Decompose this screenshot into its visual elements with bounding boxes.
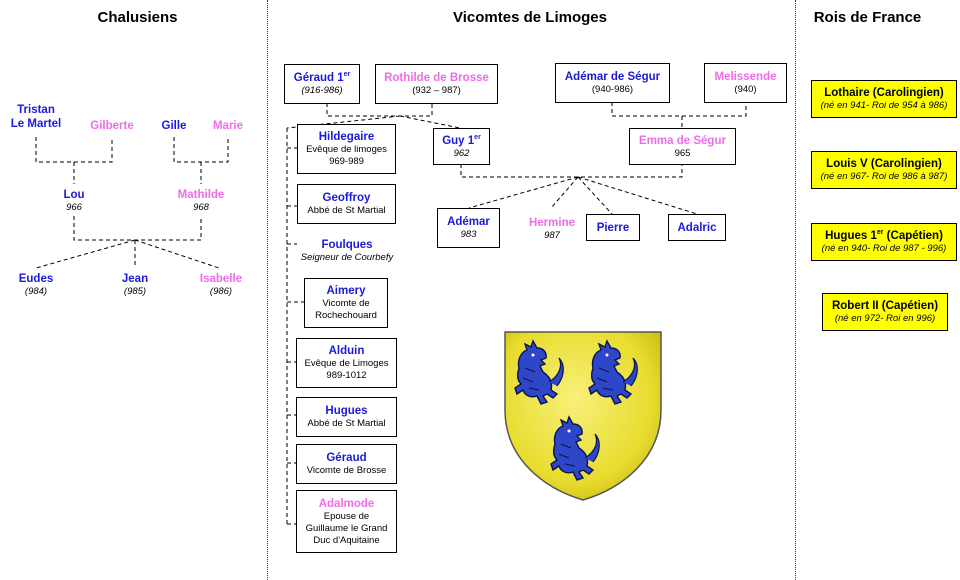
box-geraud: Géraud Vicomte de Brosse xyxy=(296,444,397,484)
hildegaire-title: Evêque de limoges xyxy=(306,144,387,155)
box-geoffroy: Geoffroy Abbé de St Martial xyxy=(297,184,396,224)
hildegaire-name: Hildegaire xyxy=(318,131,375,143)
isabelle-name: Isabelle xyxy=(199,273,243,285)
person-jean: Jean (985) xyxy=(110,272,160,298)
person-lou: Lou 966 xyxy=(49,188,99,214)
king-lothaire: Lothaire (Carolingien) (né en 941- Roi d… xyxy=(811,80,957,118)
guy-1er-date: 962 xyxy=(453,147,470,159)
column-divider-left xyxy=(267,0,268,580)
person-marie: Marie xyxy=(207,119,249,133)
adalmode-title-line3: Duc d'Aquitaine xyxy=(313,534,380,546)
alduin-name: Alduin xyxy=(328,345,365,357)
ademar-name: Adémar xyxy=(447,216,490,228)
person-gilberte: Gilberte xyxy=(82,119,142,133)
hugues-name: Hugues xyxy=(325,405,368,417)
aimery-title-line1: Vicomte de xyxy=(322,298,370,309)
adalmode-title-line1: Epouse de xyxy=(323,510,370,522)
geraud-title: Vicomte de Brosse xyxy=(306,465,387,476)
geraud-1er-name: Géraud 1er xyxy=(293,71,351,84)
box-rothilde-de-brosse: Rothilde de Brosse (932 – 987) xyxy=(375,64,498,104)
box-ademar-de-segur: Adémar de Ségur (940-986) xyxy=(555,63,670,103)
header-rois: Rois de France xyxy=(813,9,922,26)
geoffroy-title: Abbé de St Martial xyxy=(307,205,386,216)
king-robert-ii: Robert II (Capétien) (né en 972- Roi en … xyxy=(822,293,948,331)
person-isabelle: Isabelle (986) xyxy=(186,272,256,298)
tristan-name-line1: Tristan xyxy=(17,104,55,116)
king-hugues-1er-info: (né en 940- Roi de 987 - 996) xyxy=(821,243,947,254)
melissende-dates: (940) xyxy=(734,84,757,95)
coat-of-arms-shield xyxy=(504,331,662,501)
box-guy-1er: Guy 1er 962 xyxy=(433,128,490,165)
box-melissende: Melissende (940) xyxy=(704,63,787,103)
lou-date: 966 xyxy=(66,202,82,213)
geraud-1er-dates: (916-986) xyxy=(301,85,343,96)
header-chalusiens: Chalusiens xyxy=(97,9,178,26)
jean-name: Jean xyxy=(121,273,149,285)
geraud-name: Géraud xyxy=(326,452,367,464)
box-ademar: Adémar 983 xyxy=(437,208,500,248)
emma-name: Emma de Ségur xyxy=(639,134,726,147)
box-emma-de-segur: Emma de Ségur 965 xyxy=(629,128,736,165)
box-adalric: Adalric xyxy=(668,214,726,241)
rothilde-dates: (932 – 987) xyxy=(412,85,461,96)
person-mathilde: Mathilde 968 xyxy=(166,188,236,214)
king-lothaire-name: Lothaire (Carolingien) xyxy=(824,87,944,99)
hermine-name: Hermine xyxy=(528,217,576,229)
jean-date: (985) xyxy=(123,286,147,297)
gilberte-name: Gilberte xyxy=(90,120,134,132)
person-eudes: Eudes (984) xyxy=(8,272,64,298)
king-robert-ii-info: (né en 972- Roi en 996) xyxy=(834,313,936,324)
alduin-title: Evêque de Limoges xyxy=(304,358,389,369)
ademar-date: 983 xyxy=(460,229,477,240)
box-hildegaire: Hildegaire Evêque de limoges 969-989 xyxy=(297,124,396,174)
rothilde-name: Rothilde de Brosse xyxy=(384,72,489,84)
foulques-name: Foulques xyxy=(321,239,373,251)
ademar-de-segur-name: Adémar de Ségur xyxy=(564,71,661,83)
header-vicomtes: Vicomtes de Limoges xyxy=(453,9,607,26)
person-hermine: Hermine 987 xyxy=(522,216,582,242)
box-adalmode: Adalmode Epouse de Guillaume le Grand Du… xyxy=(296,490,397,553)
king-lothaire-info: (né en 941- Roi de 954 à 986) xyxy=(820,100,948,111)
guy-1er-name: Guy 1er xyxy=(442,133,481,147)
marie-name: Marie xyxy=(212,120,244,132)
person-gille: Gille xyxy=(154,119,194,133)
hildegaire-dates: 969-989 xyxy=(329,156,364,167)
aimery-name: Aimery xyxy=(326,285,366,297)
king-louis-v: Louis V (Carolingien) (né en 967- Roi de… xyxy=(811,151,957,189)
eudes-name: Eudes xyxy=(18,273,54,285)
hermine-date: 987 xyxy=(544,230,560,241)
box-pierre: Pierre xyxy=(586,214,640,241)
box-hugues: Hugues Abbé de St Martial xyxy=(296,397,397,437)
foulques-title: Seigneur de Courbefy xyxy=(300,252,394,263)
alduin-dates: 989-1012 xyxy=(326,370,367,381)
adalmode-title-line2: Guillaume le Grand xyxy=(305,522,388,534)
adalmode-name: Adalmode xyxy=(318,497,375,510)
tristan-name-line2: Le Martel xyxy=(10,118,62,130)
isabelle-date: (986) xyxy=(209,286,233,297)
melissende-name: Melissende xyxy=(714,71,777,83)
king-robert-ii-name: Robert II (Capétien) xyxy=(831,300,939,312)
pierre-name: Pierre xyxy=(596,221,630,234)
lou-name: Lou xyxy=(63,189,85,201)
person-foulques: Foulques Seigneur de Courbefy xyxy=(292,238,402,264)
eudes-date: (984) xyxy=(24,286,48,297)
hugues-title: Abbé de St Martial xyxy=(307,418,386,429)
king-hugues-1er: Hugues 1er (Capétien) (né en 940- Roi de… xyxy=(811,223,957,261)
emma-date: 965 xyxy=(674,147,691,159)
geoffroy-name: Geoffroy xyxy=(322,192,371,204)
mathilde-date: 968 xyxy=(193,202,209,213)
box-geraud-1er: Géraud 1er (916-986) xyxy=(284,64,360,104)
aimery-title-line2: Rochechouard xyxy=(315,310,377,321)
king-louis-v-name: Louis V (Carolingien) xyxy=(826,158,942,170)
king-louis-v-info: (né en 967- Roi de 986 à 987) xyxy=(820,171,948,182)
mathilde-name: Mathilde xyxy=(177,189,225,201)
box-aimery: Aimery Vicomte de Rochechouard xyxy=(304,278,388,328)
adalric-name: Adalric xyxy=(677,221,717,234)
king-hugues-1er-name: Hugues 1er (Capétien) xyxy=(825,229,943,242)
gille-name: Gille xyxy=(161,120,187,132)
column-divider-right xyxy=(795,0,796,580)
ademar-de-segur-dates: (940-986) xyxy=(591,84,634,95)
box-alduin: Alduin Evêque de Limoges 989-1012 xyxy=(296,338,397,388)
person-tristan: Tristan Le Martel xyxy=(2,103,70,131)
